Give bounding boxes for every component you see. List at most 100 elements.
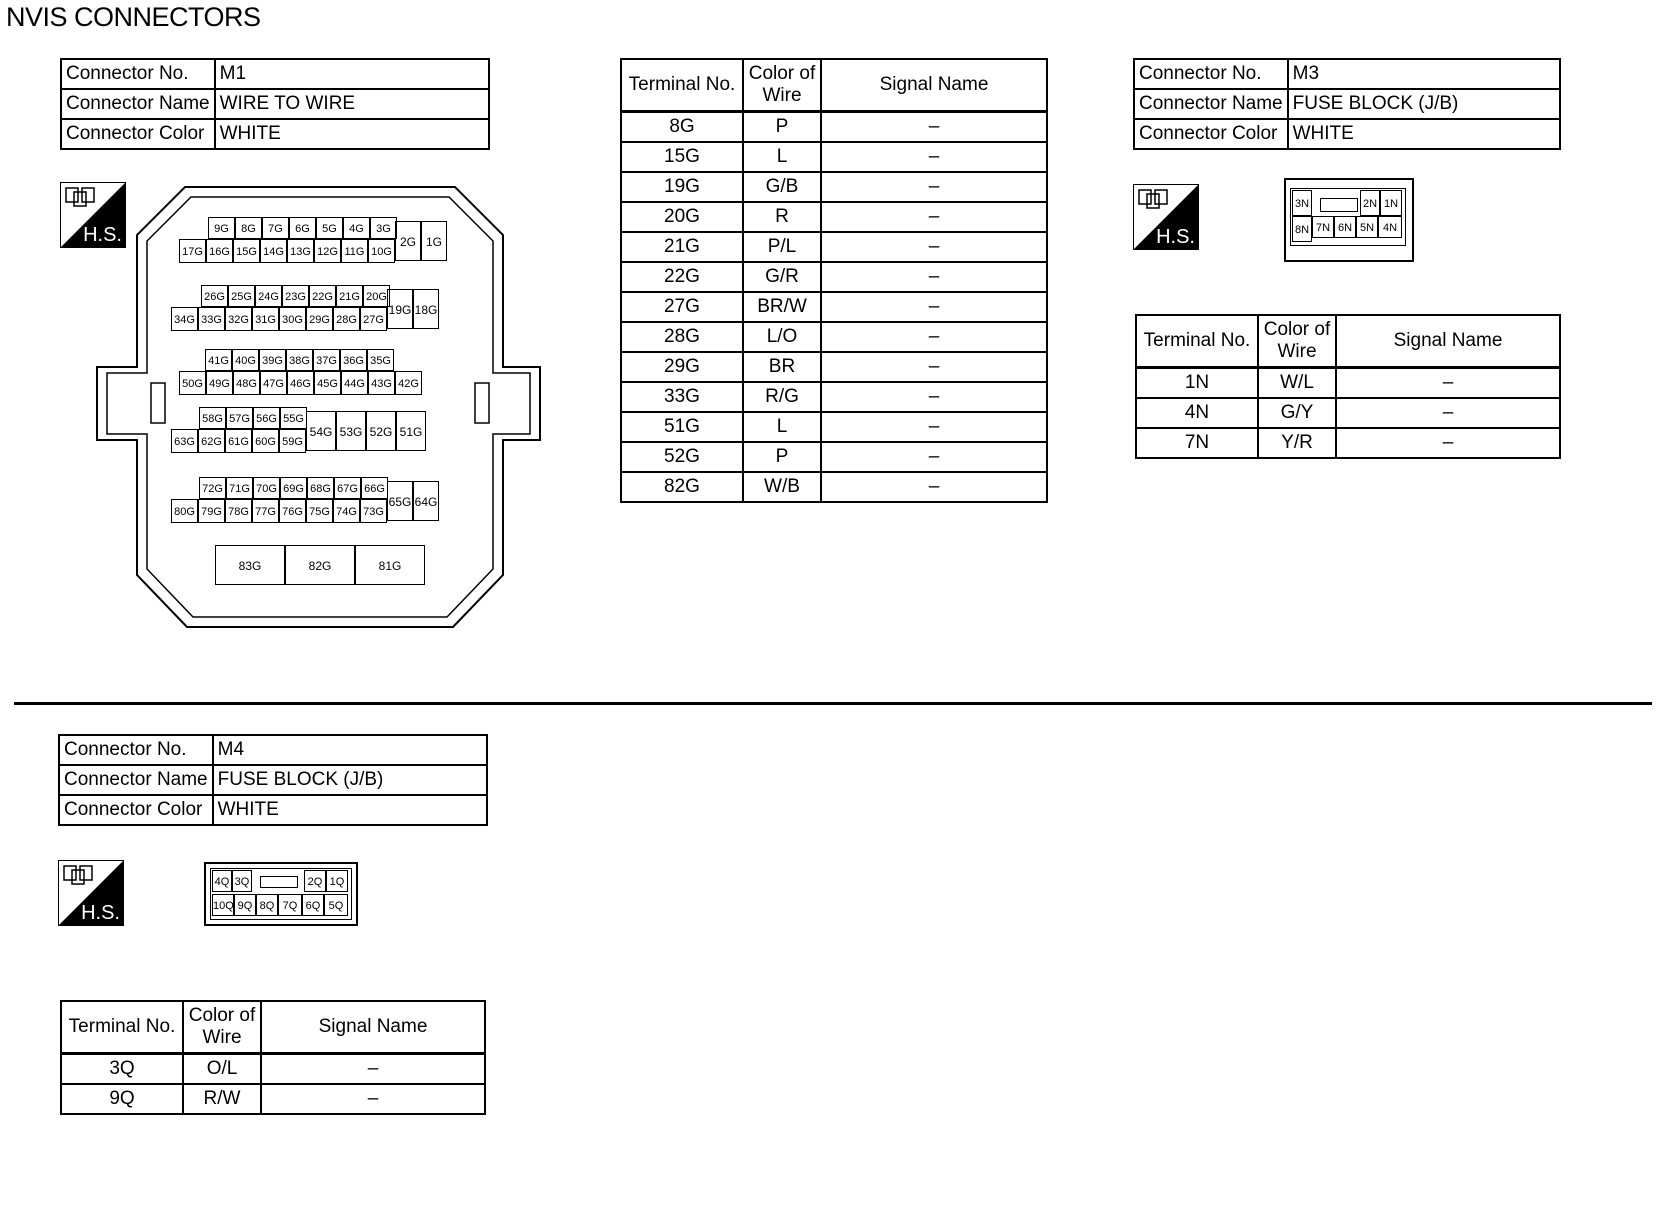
terminal-no-header: Terminal No. [60,1000,184,1055]
m1-pin: 45G [314,371,341,395]
m1-pin: 36G [340,349,367,371]
m1-pin: 10G [368,239,395,263]
wire-color-cell: R/G [742,381,822,413]
m1-pin: 67G [334,477,361,499]
m1-pin: 43G [368,371,395,395]
wire-color-cell: BR [742,351,822,383]
color-of-wire-header-line2: Wire [1277,341,1317,362]
color-of-wire-header: Color of Wire [1257,314,1337,369]
connector-color-value: WHITE [213,118,491,150]
harness-side-icon: H.S. [1133,184,1199,250]
connector-color-label: Connector Color [1133,118,1289,150]
signal-name-cell: – [820,321,1048,353]
m1-pin: 44G [341,371,368,395]
terminal-no-cell: 7N [1135,427,1259,459]
m4-pin: 9Q [234,894,256,916]
connector-name-label: Connector Name [58,764,214,796]
m1-pin: 61G [225,429,252,453]
table-header-row: Terminal No. Color of Wire Signal Name [620,58,1048,113]
color-of-wire-header-line2: Wire [762,85,802,106]
m1-pin: 65G [387,481,413,521]
m1-pin: 16G [206,239,233,263]
m4-pin: 7Q [278,894,302,916]
m3-pin: 3N [1292,190,1312,216]
signal-name-cell: – [260,1052,486,1085]
hs-label: H.S. [1156,226,1195,248]
m1-pin: 31G [252,307,279,331]
m3-connector-info-table: Connector No. M3 Connector Name FUSE BLO… [1133,58,1562,150]
m4-terminal-table: Terminal No. Color of Wire Signal Name 3… [60,1000,486,1115]
m1-pin: 59G [279,429,306,453]
terminal-no-cell: 9Q [60,1083,184,1115]
m3-pin: 8N [1292,216,1312,242]
terminal-no-cell: 4N [1135,397,1259,429]
m1-pin: 33G [198,307,225,331]
m1-pin: 46G [287,371,314,395]
m1-pin: 50G [179,371,206,395]
wire-color-cell: G/R [742,261,822,293]
m3-pin: 7N [1312,216,1334,238]
connector-name-value: FUSE BLOCK (J/B) [211,764,489,796]
m4-connector-face: 4Q 3Q 2Q 1Q 10Q 9Q 8Q 7Q 6Q 5Q [204,862,358,926]
m3-pin: 6N [1334,216,1356,238]
signal-name-cell: – [1335,427,1561,459]
terminal-no-cell: 20G [620,201,744,233]
m4-pin: 2Q [304,870,326,892]
m1-pin: 70G [253,477,280,499]
m1-pin: 79G [198,499,225,523]
m1-pin: 73G [360,499,387,523]
m1-pin: 1G [421,221,447,261]
m1-pin: 48G [233,371,260,395]
m1-pin: 5G [316,217,343,239]
table-header-row: Terminal No. Color of Wire Signal Name [1135,314,1561,369]
m4-pin: 3Q [232,870,252,892]
m1-pin: 21G [336,285,363,307]
m1-pin: 38G [286,349,313,371]
m1-pin: 51G [396,411,426,451]
wire-color-cell: R/W [182,1083,262,1115]
color-of-wire-header: Color of Wire [182,1000,262,1055]
m4-lock-tab [260,876,298,888]
harness-side-icon: H.S. [60,182,126,248]
m4-pin: 5Q [324,894,348,916]
table-row: Connector Name FUSE BLOCK (J/B) [58,764,489,796]
wire-color-cell: P [742,110,822,143]
m1-pin: 66G [361,477,388,499]
m1-pin: 14G [260,239,287,263]
harness-side-icon: H.S. [58,860,124,926]
harness-side-icon-graphic [58,860,124,926]
connector-no-value: M4 [211,734,489,766]
m1-pin: 37G [313,349,340,371]
m1-pin: 60G [252,429,279,453]
signal-name-cell: – [820,441,1048,473]
connector-no-value: M1 [213,58,491,90]
m3-connector-inner [1290,188,1406,246]
m3-lock-tab [1320,198,1358,212]
wire-color-cell: L/O [742,321,822,353]
connector-no-label: Connector No. [1133,58,1289,90]
table-row: Connector Color WHITE [1133,118,1562,150]
m1-pin: 68G [307,477,334,499]
m1-pin: 13G [287,239,314,263]
signal-name-cell: – [820,261,1048,293]
m1-pin: 28G [333,307,360,331]
m1-pin: 30G [279,307,306,331]
signal-name-cell: – [820,291,1048,323]
signal-name-cell: – [820,171,1048,203]
wire-color-cell: BR/W [742,291,822,323]
wire-color-cell: O/L [182,1052,262,1085]
connector-name-value: FUSE BLOCK (J/B) [1286,88,1562,120]
signal-name-cell: – [260,1083,486,1115]
